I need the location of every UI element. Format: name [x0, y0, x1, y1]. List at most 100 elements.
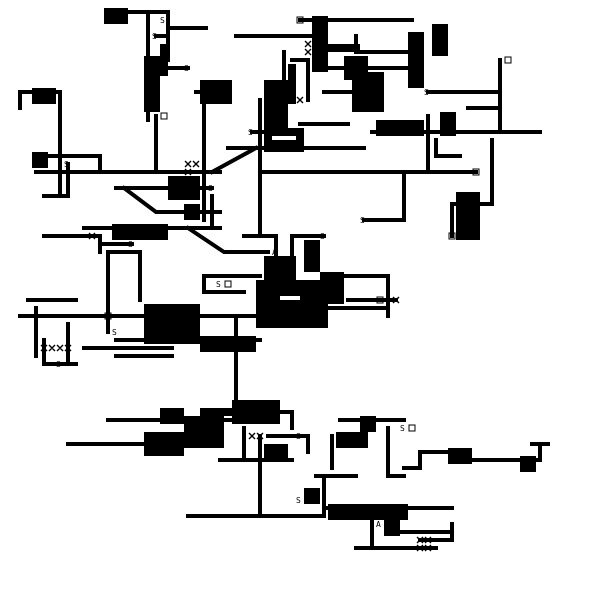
stairs-markers: S S S S S S S S S S S S S S S S S: [56, 16, 429, 513]
corridor: [362, 170, 406, 222]
item-box-icon: [296, 16, 304, 24]
room: [32, 152, 48, 168]
room: [384, 520, 400, 536]
room: [328, 504, 408, 520]
room-interiors: [40, 100, 496, 336]
stairs-icon: S: [368, 504, 373, 513]
corridor: [209, 145, 259, 175]
item-box-icon: [184, 432, 192, 440]
crossed-icon: [40, 344, 72, 352]
altar-icon: A: [376, 520, 381, 529]
corridor: [42, 234, 102, 254]
corridor: [42, 162, 70, 198]
item-box-icon: [504, 56, 512, 64]
stairs-icon: S: [152, 32, 157, 41]
room: [440, 112, 456, 136]
interior: [272, 136, 296, 140]
room: [352, 72, 384, 112]
item-box-icon: [376, 296, 384, 304]
room: [520, 456, 536, 472]
corridor: [418, 522, 454, 542]
stairs-icon: S: [248, 128, 253, 137]
item-box-icon: [224, 280, 232, 288]
room: [328, 44, 360, 52]
room: [320, 272, 344, 304]
room: [232, 400, 280, 424]
corridor: [185, 225, 270, 254]
room: [264, 256, 296, 280]
stairs-icon: S: [160, 16, 165, 25]
room: [256, 280, 328, 328]
item-box-icon: [160, 336, 168, 344]
item-box-icon: [408, 424, 416, 432]
room: [104, 8, 128, 24]
item-box-icon: [160, 112, 168, 120]
room: [184, 416, 224, 448]
room: [144, 432, 184, 456]
corridor: [18, 90, 62, 198]
room: [160, 44, 168, 76]
room: [312, 16, 328, 72]
room: [408, 32, 424, 88]
interior: [280, 296, 300, 300]
room: [112, 224, 168, 240]
room: [376, 120, 424, 136]
stairs-icon: S: [216, 280, 221, 289]
stairs-icon: S: [184, 64, 189, 73]
room: [144, 304, 200, 344]
room: [200, 408, 232, 416]
room: [264, 80, 288, 128]
corridor: [266, 434, 310, 454]
stairs-icon: S: [400, 424, 405, 433]
corridor: [402, 450, 470, 470]
trap-markers: [40, 40, 432, 552]
stairs-icon: S: [64, 160, 69, 169]
item-box-icon: [472, 168, 480, 176]
room: [184, 204, 200, 220]
corridor: [386, 426, 406, 478]
corridor: [106, 250, 142, 302]
room: [144, 56, 160, 112]
room: [304, 240, 320, 272]
stairs-icon: S: [424, 88, 429, 97]
stairs-icon: S: [320, 232, 325, 241]
crossed-icon: [392, 296, 400, 304]
stairs-icon: S: [360, 216, 365, 225]
crossed-icon: [248, 432, 264, 440]
crossed-icon: [304, 40, 312, 56]
crossed-icon: [184, 160, 200, 176]
room: [360, 416, 376, 432]
room: [200, 336, 256, 352]
interior: [208, 282, 228, 288]
corridor: [290, 58, 310, 102]
corridor: [434, 138, 462, 158]
corridor: [202, 274, 246, 294]
corridor: [274, 410, 294, 430]
item-box-icon: [104, 312, 112, 320]
corridor: [466, 442, 542, 462]
stairs-icon: S: [296, 496, 301, 505]
interior: [472, 100, 496, 104]
crossed-icon: [296, 96, 304, 104]
interior: [40, 324, 64, 328]
interior: [40, 332, 64, 336]
corridor: [34, 154, 102, 174]
stairs-icon: S: [296, 432, 301, 441]
room: [456, 192, 480, 240]
room: [304, 488, 320, 504]
altar-markers: A A: [272, 248, 381, 529]
room: [432, 24, 448, 56]
room: [32, 88, 56, 104]
corridor: [330, 274, 390, 318]
interior: [344, 282, 384, 286]
item-box-icon: [448, 232, 456, 240]
altar-icon: A: [272, 248, 277, 257]
room: [336, 432, 368, 448]
item-markers: [104, 16, 512, 440]
stairs-icon: S: [128, 240, 133, 249]
crossed-icon: [416, 536, 432, 552]
stairs-icon: S: [112, 328, 117, 337]
room: [264, 444, 288, 460]
room: [448, 448, 472, 464]
